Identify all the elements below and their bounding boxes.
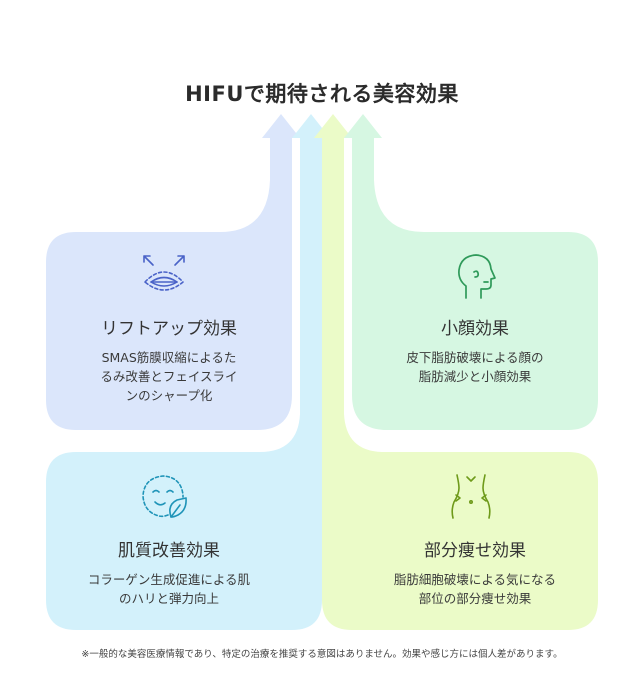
card-slim-shape bbox=[314, 114, 598, 630]
card-lift-desc-line: ンのシャープ化 bbox=[125, 388, 213, 403]
card-slim-desc: 脂肪細胞破壊による気になる 部位の部分痩せ効果 bbox=[352, 570, 598, 608]
card-lift-desc-line: SMAS筋膜収縮によるた bbox=[101, 350, 237, 365]
card-small-face-desc: 皮下脂肪破壊による顔の 脂肪減少と小顔効果 bbox=[352, 348, 598, 386]
card-small-face-shape bbox=[344, 114, 598, 430]
page-title: HIFUで期待される美容効果 bbox=[185, 82, 459, 106]
footnote: ※一般的な美容医療情報であり、特定の治療を推奨する意図はありません。効果や感じ方… bbox=[81, 649, 563, 660]
card-small-face-desc-line: 皮下脂肪破壊による顔の bbox=[406, 350, 544, 365]
card-slim-desc-line: 部位の部分痩せ効果 bbox=[418, 591, 532, 606]
card-slim-title: 部分痩せ効果 bbox=[424, 541, 526, 561]
skin-leaf-icon bbox=[142, 475, 187, 518]
card-small-face-title: 小顔効果 bbox=[441, 319, 509, 339]
card-skin-shape bbox=[46, 114, 330, 630]
card-skin-desc-line: のハリと弾力向上 bbox=[118, 591, 219, 606]
card-small-face-desc-line: 脂肪減少と小顔効果 bbox=[418, 369, 532, 384]
card-slim-desc-line: 脂肪細胞破壊による気になる bbox=[393, 572, 557, 587]
card-lift-shape bbox=[46, 114, 300, 430]
waist-icon bbox=[451, 474, 491, 519]
lift-face-icon bbox=[143, 255, 185, 291]
card-skin-desc-line: コラーゲン生成促進による肌 bbox=[87, 572, 251, 587]
card-skin-title: 肌質改善効果 bbox=[118, 541, 220, 561]
card-skin-desc: コラーゲン生成促進による肌 のハリと弾力向上 bbox=[46, 570, 292, 608]
card-lift-desc: SMAS筋膜収縮によるた るみ改善とフェイスライ ンのシャープ化 bbox=[46, 348, 292, 405]
card-lift-title: リフトアップ効果 bbox=[101, 319, 237, 339]
card-lift-desc-line: るみ改善とフェイスライ bbox=[100, 369, 238, 384]
face-profile-icon bbox=[458, 254, 496, 299]
